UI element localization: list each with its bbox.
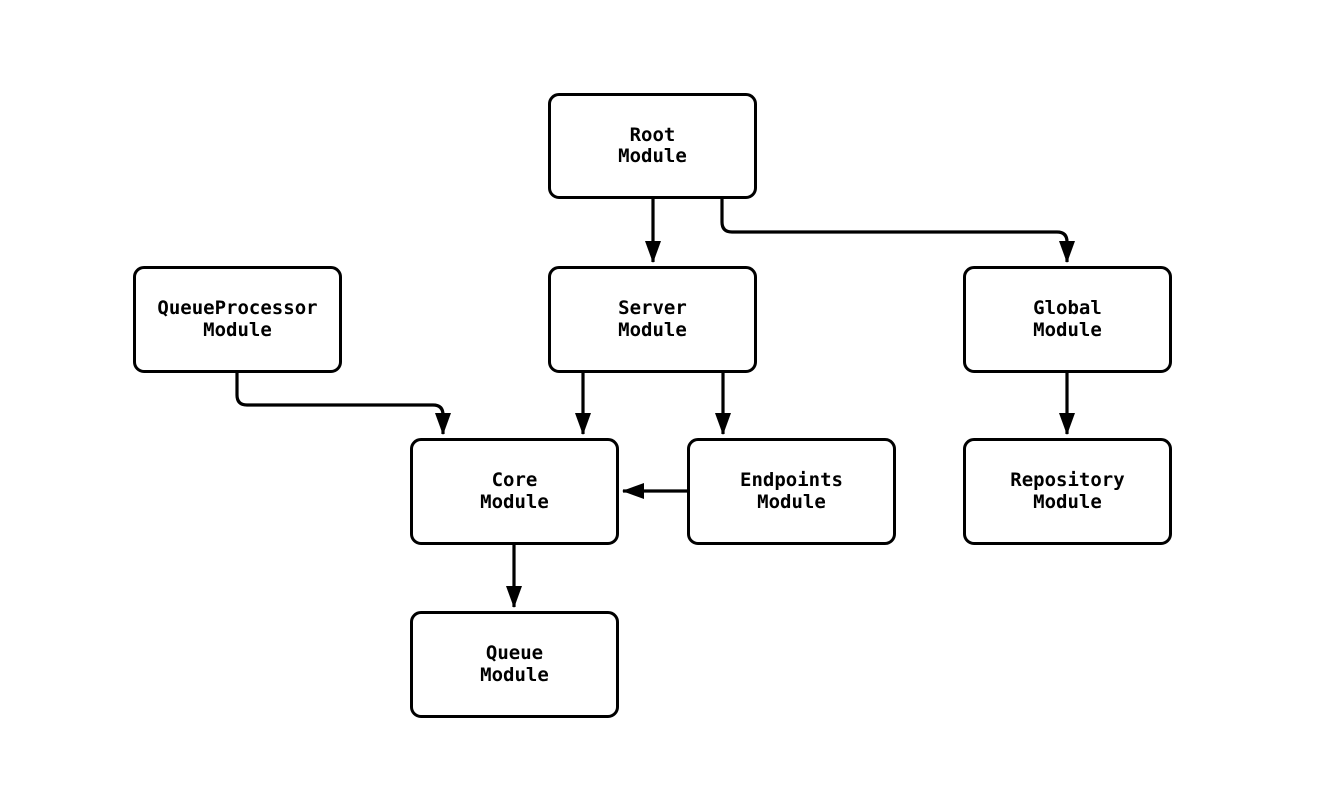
node-endpoints-module: Endpoints Module — [687, 438, 896, 545]
node-server-module: Server Module — [548, 266, 757, 373]
node-label: Server — [618, 297, 687, 319]
node-label: Module — [480, 490, 549, 513]
node-label: QueueProcessor — [157, 297, 318, 319]
node-label: Endpoints — [740, 469, 843, 491]
node-root-module: Root Module — [548, 93, 757, 199]
node-label: Global — [1033, 297, 1102, 319]
node-label: Root — [629, 123, 676, 146]
node-queueprocessor-module: QueueProcessor Module — [133, 266, 342, 373]
node-label: Module — [757, 490, 826, 513]
node-label: Module — [1033, 318, 1102, 341]
node-label: Module — [203, 318, 272, 341]
node-label: Module — [618, 318, 687, 341]
node-label: Module — [1033, 490, 1102, 513]
node-core-module: Core Module — [410, 438, 619, 545]
node-label: Repository — [1010, 469, 1125, 491]
node-global-module: Global Module — [963, 266, 1172, 373]
node-queue-module: Queue Module — [410, 611, 619, 718]
edge-queueprocessor-to-core — [235, 373, 451, 435]
node-label: Module — [618, 145, 687, 167]
node-repository-module: Repository Module — [963, 438, 1172, 545]
node-label: Core — [491, 469, 538, 491]
node-label: Module — [480, 663, 549, 686]
edge-root-to-global — [720, 199, 1075, 263]
node-label: Queue — [485, 642, 544, 664]
